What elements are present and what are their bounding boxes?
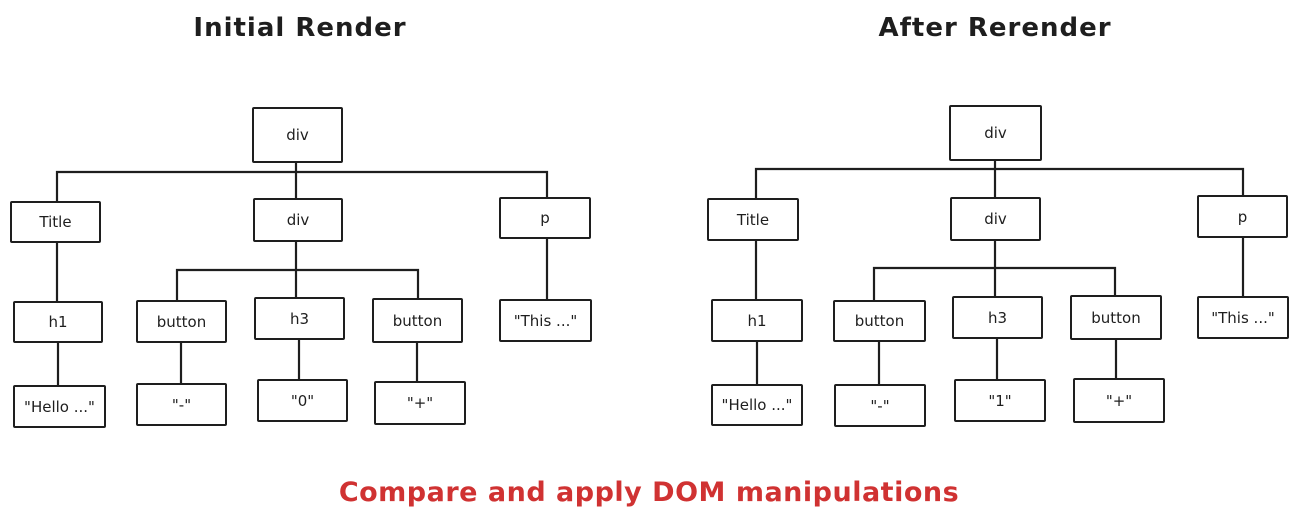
node-initial-render-text-plus: "+" [374, 381, 466, 425]
node-after-rerender-div: div [950, 197, 1041, 241]
node-after-rerender-text-count: "1" [954, 379, 1046, 422]
node-initial-render-root-div: div [252, 107, 343, 163]
node-initial-render-button-minus: button [136, 300, 227, 343]
node-after-rerender-button-minus: button [833, 300, 926, 342]
edge-after-rerender [872, 266, 1117, 302]
node-initial-render-text-minus: "-" [136, 383, 227, 426]
node-after-rerender-text-this: "This ..." [1197, 296, 1289, 339]
edge-after-rerender [754, 167, 1245, 200]
node-after-rerender-h1: h1 [711, 299, 803, 342]
node-initial-render-button-plus: button [372, 298, 463, 343]
edge-initial-render [175, 268, 420, 302]
node-initial-render-h3: h3 [254, 297, 345, 340]
node-initial-render-text-count: "0" [257, 379, 348, 422]
node-initial-render-p: p [499, 197, 591, 239]
node-after-rerender-title: Title [707, 198, 799, 241]
node-after-rerender-button-plus: button [1070, 295, 1162, 340]
node-after-rerender-p: p [1197, 195, 1288, 238]
node-after-rerender-text-plus: "+" [1073, 378, 1165, 423]
right-tree-title: After Rerender [878, 13, 1112, 43]
edge-initial-render [55, 170, 549, 203]
node-after-rerender-root-div: div [949, 105, 1042, 161]
caption-text: Compare and apply DOM manipulations [338, 477, 960, 508]
node-initial-render-h1: h1 [13, 301, 103, 343]
node-after-rerender-text-hello: "Hello ..." [711, 384, 803, 426]
node-initial-render-text-this: "This ..." [499, 299, 592, 342]
node-initial-render-title: Title [10, 201, 101, 243]
node-initial-render-div: div [253, 198, 343, 242]
node-initial-render-text-hello: "Hello ..." [13, 385, 106, 428]
left-tree-title: Initial Render [193, 13, 407, 43]
node-after-rerender-h3: h3 [952, 296, 1043, 339]
node-after-rerender-text-minus: "-" [834, 384, 926, 427]
